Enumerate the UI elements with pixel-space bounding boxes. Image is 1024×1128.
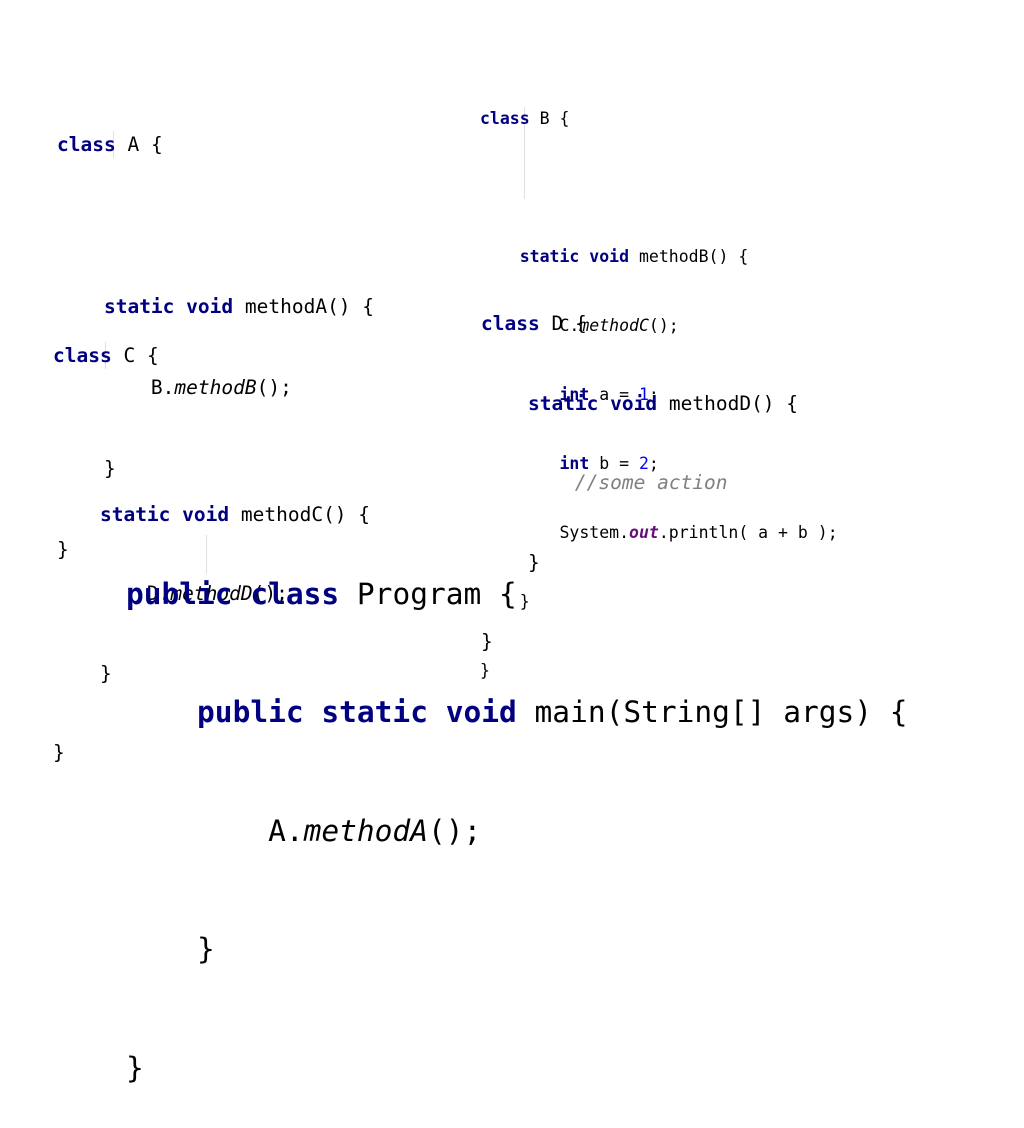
- code-line-close-method: }: [57, 457, 116, 480]
- class-name: B: [539, 109, 550, 128]
- call-end: ();: [427, 813, 482, 848]
- number-literal: 1: [638, 385, 649, 404]
- code-line-close-main: }: [126, 932, 215, 966]
- code-line-call-method-b: B.methodB();: [57, 374, 374, 401]
- code-line-close-class: }: [480, 661, 490, 680]
- call-end: ();: [252, 582, 288, 605]
- method-signature: methodB() {: [638, 247, 749, 266]
- indent-guide: [113, 131, 114, 158]
- keyword-void: void: [445, 695, 517, 729]
- code-line-close-class: }: [126, 1050, 144, 1085]
- print-object: System.: [559, 523, 630, 542]
- code-line-call-method-d: D.methodD();: [53, 581, 370, 608]
- call-target: C.: [559, 316, 580, 335]
- code-line-method-d-decl: static void methodD() {: [481, 391, 798, 418]
- keyword-int: int: [559, 385, 590, 404]
- keyword-class: class: [53, 343, 112, 367]
- main-signature: main(String[] args) {: [534, 695, 908, 729]
- call-method: methodC: [579, 316, 649, 335]
- keyword-static: static: [519, 247, 580, 266]
- code-line-close-method: }: [481, 550, 540, 574]
- code-line-int-a: int a = 1;: [559, 385, 659, 404]
- print-call: .println( a + b );: [658, 523, 838, 542]
- indent-guide: [206, 535, 207, 574]
- code-line-class-b-decl: class B {: [480, 109, 570, 128]
- variable-name: a: [599, 385, 610, 404]
- indent-guide: [105, 342, 106, 369]
- call-method: methodB: [174, 376, 257, 399]
- class-name: Program: [356, 576, 482, 611]
- code-line-int-b: int b = 2;: [559, 454, 659, 473]
- call-target: D.: [146, 582, 171, 605]
- call-method: methodA: [303, 813, 428, 848]
- class-name: A: [127, 133, 140, 156]
- code-line-class-a-decl: class A {: [57, 133, 163, 156]
- code-line-method-a-decl: static void methodA() {: [57, 293, 374, 320]
- call-method: methodD: [170, 582, 253, 605]
- code-block-class-d: class D { static void methodD() { //some…: [481, 258, 798, 682]
- keyword-static: static: [103, 295, 175, 318]
- code-line-class-c-decl: class C {: [53, 343, 159, 367]
- code-line-call-method-a: A.methodA();: [126, 812, 908, 852]
- keyword-class: class: [481, 312, 540, 335]
- keyword-class: class: [480, 109, 530, 128]
- print-field: out: [629, 523, 659, 542]
- code-block-class-c: class C { static void methodC() { D.meth…: [53, 263, 370, 793]
- keyword-static: static: [321, 695, 428, 729]
- keyword-void: void: [610, 391, 658, 415]
- call-end: ();: [256, 376, 292, 399]
- code-line-close-class: }: [57, 538, 69, 561]
- call-end: ();: [648, 316, 679, 335]
- class-name: C: [123, 343, 136, 367]
- keyword-class: class: [57, 133, 116, 156]
- keyword-public: public: [126, 576, 233, 611]
- code-line-blank: [480, 176, 838, 199]
- keyword-void: void: [182, 502, 230, 526]
- code-line-blank: [57, 212, 374, 239]
- call-target: B.: [150, 376, 175, 399]
- code-comment: //some action: [574, 471, 728, 494]
- code-block-class-a: class A { static void methodA() { B.meth…: [57, 50, 374, 590]
- code-line-blank: [53, 422, 370, 449]
- method-signature: methodD() {: [668, 391, 799, 415]
- code-line-close-method: }: [480, 592, 530, 611]
- code-line-class-d-decl: class D {: [481, 312, 587, 335]
- code-line-close-method: }: [53, 661, 112, 685]
- code-line-main-decl: public static void main(String[] args) {: [126, 693, 908, 733]
- method-signature: methodA() {: [244, 295, 375, 318]
- keyword-void: void: [186, 295, 234, 318]
- method-signature: methodC() {: [240, 502, 371, 526]
- code-block-program: public class Program { public static voi…: [126, 456, 908, 1128]
- code-line-comment: //some action: [481, 470, 798, 497]
- variable-name: b: [599, 454, 610, 473]
- keyword-public: public: [197, 695, 304, 729]
- code-line-method-c-decl: static void methodC() {: [53, 502, 370, 529]
- code-line-close-class: }: [53, 741, 65, 764]
- keyword-static: static: [527, 391, 599, 415]
- indent-guide: [524, 107, 525, 199]
- keyword-class: class: [250, 576, 340, 611]
- code-line-close-class: }: [481, 630, 493, 653]
- keyword-int: int: [559, 454, 590, 473]
- code-block-class-b: class B { static void methodB() { C.meth…: [480, 38, 838, 705]
- class-name: D: [551, 312, 564, 335]
- number-literal: 2: [638, 454, 649, 473]
- code-line-program-decl: public class Program {: [126, 576, 517, 611]
- code-line-method-b-decl: static void methodB() {: [480, 245, 838, 268]
- keyword-static: static: [99, 502, 171, 526]
- code-line-call-method-c: C.methodC();: [480, 314, 838, 337]
- call-target: A.: [268, 813, 304, 848]
- keyword-void: void: [589, 247, 630, 266]
- code-line-println: System.out.println( a + b );: [480, 521, 838, 544]
